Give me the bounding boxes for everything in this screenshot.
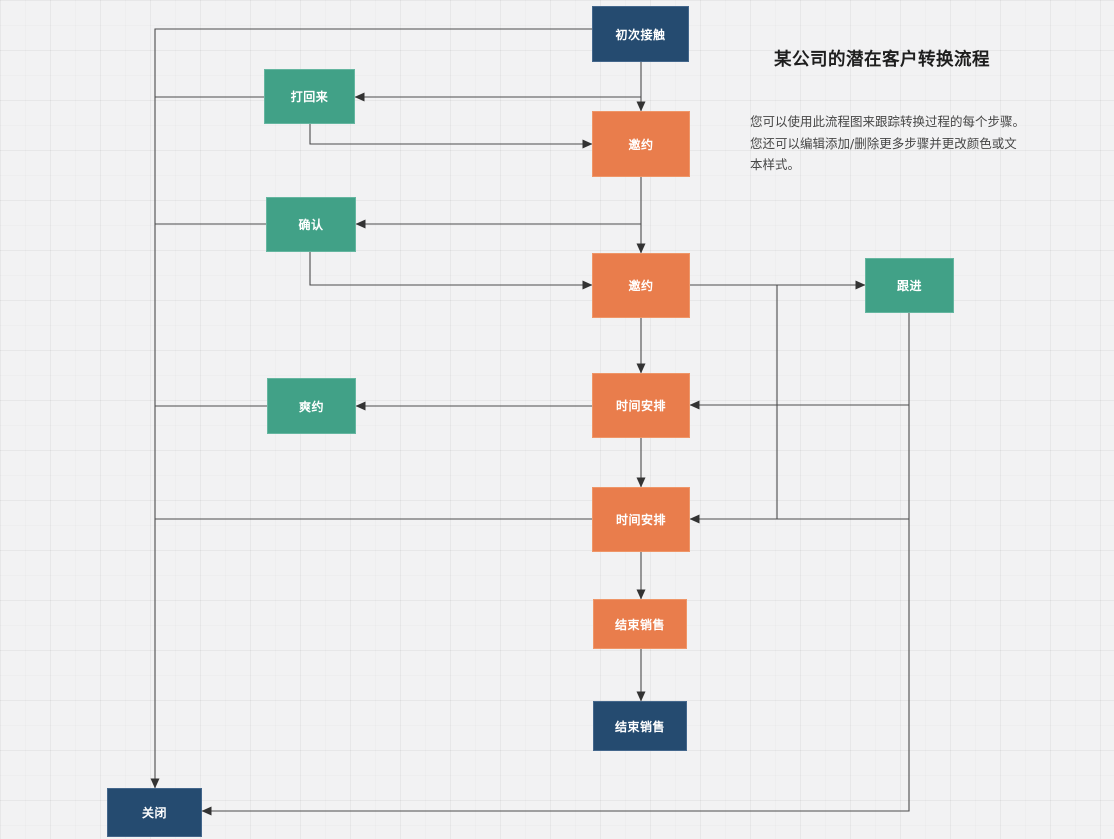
node-invite-1[interactable]: 邀约: [592, 111, 690, 177]
node-label: 关闭: [141, 806, 167, 820]
node-label: 打回来: [290, 90, 329, 104]
node-label: 时间安排: [615, 399, 666, 413]
node-schedule-2[interactable]: 时间安排: [592, 487, 690, 552]
node-invite-2[interactable]: 邀约: [592, 253, 690, 318]
node-close-sale-2[interactable]: 结束销售: [593, 701, 687, 751]
node-label: 结束销售: [614, 719, 665, 734]
diagram-title: 某公司的潜在客户转换流程: [774, 50, 990, 70]
node-close-sale-1[interactable]: 结束销售: [593, 599, 687, 649]
edge-callback-to-invite1: [309, 124, 593, 149]
node-label: 邀约: [628, 137, 654, 152]
node-label: 确认: [298, 218, 324, 232]
diagram-description: 您可以使用此流程图来跟踪转换过程的每个步骤。 您还可以编辑添加/删除更多步骤并更…: [750, 111, 1050, 176]
node-label: 初次接触: [615, 27, 666, 42]
node-call-back[interactable]: 打回来: [264, 69, 355, 124]
description-line: 本样式。: [750, 157, 801, 172]
node-follow-up[interactable]: 跟进: [865, 258, 954, 313]
edge-confirm-to-invite2: [309, 252, 593, 290]
node-initial-contact[interactable]: 初次接触: [592, 6, 689, 62]
node-label: 时间安排: [615, 513, 666, 527]
edge-initial-left-to-close: [150, 28, 592, 789]
node-label: 结束销售: [614, 617, 665, 632]
node-no-show[interactable]: 爽约: [267, 378, 356, 434]
description-line: 您还可以编辑添加/删除更多步骤并更改颜色或文: [750, 135, 1017, 151]
description-line: 您可以使用此流程图来跟踪转换过程的每个步骤。: [750, 114, 1026, 129]
node-confirm[interactable]: 确认: [266, 197, 356, 252]
node-label: 跟进: [896, 279, 922, 293]
node-schedule-1[interactable]: 时间安排: [592, 373, 690, 438]
node-label: 爽约: [298, 399, 324, 414]
node-close[interactable]: 关闭: [107, 788, 202, 837]
node-label: 邀约: [628, 279, 654, 293]
